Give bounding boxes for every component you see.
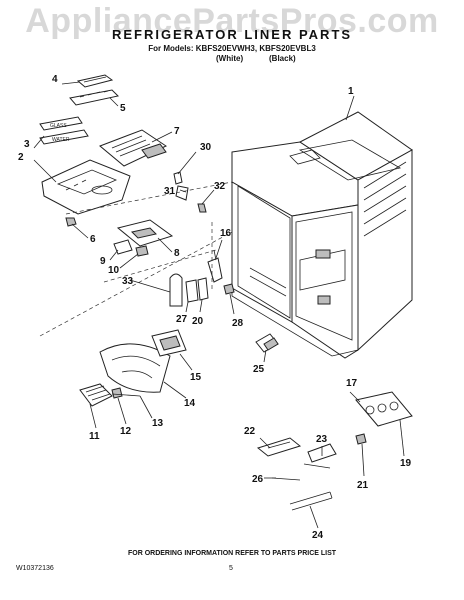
page-number: 5 [229, 565, 233, 572]
grille-part-11 [79, 383, 113, 407]
switch-part-9 [113, 239, 133, 255]
bracket-part-31 [175, 185, 189, 201]
actuator-part-8 [116, 219, 174, 247]
bracket-part-22 [256, 437, 302, 457]
connector-part-28 [223, 283, 235, 295]
callout-33: 33 [122, 276, 134, 287]
document-number: W10372136 [16, 565, 54, 572]
callout-12: 12 [120, 426, 132, 437]
assembly-guide-lines [39, 181, 233, 337]
callout-13: 13 [152, 418, 164, 429]
callout-31: 31 [164, 186, 176, 197]
callout-3: 3 [24, 139, 30, 150]
callout-14: 14 [184, 398, 196, 409]
callout-26: 26 [252, 474, 264, 485]
tube-part-20 [197, 277, 209, 301]
sensor-part-23 [303, 443, 337, 469]
harness-part-17 [355, 391, 413, 427]
ordering-note: FOR ORDERING INFORMATION REFER TO PARTS … [127, 550, 337, 557]
callout-11: 11 [89, 431, 100, 442]
housing-part-4 [76, 74, 114, 88]
leader-lines [33, 81, 405, 529]
callout-4: 4 [52, 74, 58, 85]
callout-2: 2 [18, 152, 24, 163]
spring-part-10 [135, 245, 149, 257]
clip-part-30 [173, 171, 183, 185]
water-tube-part-16 [207, 249, 223, 283]
callout-23: 23 [316, 434, 328, 445]
callout-32: 32 [214, 181, 226, 192]
callout-20: 20 [192, 316, 204, 327]
callout-1: 1 [348, 86, 354, 97]
callout-9: 9 [100, 256, 106, 267]
label-part-3: GLASS WATER [39, 116, 89, 145]
cap-part-15 [151, 329, 187, 357]
callout-15: 15 [190, 372, 202, 383]
part-tag-water: WATER [52, 137, 70, 143]
callout-22: 22 [244, 426, 256, 437]
callout-7: 7 [174, 126, 180, 137]
callout-21: 21 [357, 480, 369, 491]
heater-part-24 [289, 491, 333, 511]
screw-part-6 [65, 217, 77, 227]
callout-24: 24 [312, 530, 324, 541]
callout-8: 8 [174, 248, 180, 259]
lever-part-13 [111, 393, 141, 397]
screw-part-21 [355, 433, 367, 445]
part-tag-glass: GLASS [50, 123, 67, 129]
callout-16: 16 [220, 228, 232, 239]
callout-28: 28 [232, 318, 244, 329]
filter-part-25 [255, 333, 279, 353]
model-subtitle: For Models: KBFS20EVWH3, KBFS20EVBL3 [148, 44, 316, 53]
variant-black: (Black) [269, 54, 296, 63]
callout-25: 25 [253, 364, 265, 375]
screw-part-32 [197, 203, 207, 213]
liner-part [231, 111, 413, 359]
cover-part-7 [99, 129, 168, 167]
callout-17: 17 [346, 378, 358, 389]
callout-27: 27 [176, 314, 188, 325]
callout-19: 19 [400, 458, 412, 469]
variant-white: (White) [216, 54, 244, 63]
dispenser-housing-part-2 [41, 159, 131, 215]
callout-10: 10 [108, 265, 120, 276]
screw-part-12 [111, 387, 123, 399]
wire-part-26 [271, 477, 301, 481]
callout-30: 30 [200, 142, 212, 153]
callout-labels: 1 2 3 4 5 6 7 8 9 10 11 12 13 14 15 16 1… [18, 74, 412, 541]
page-title: REFRIGERATOR LINER PARTS [111, 27, 353, 42]
callout-5: 5 [120, 103, 126, 114]
coupling-part-33 [169, 273, 183, 307]
cradle-part-14 [99, 343, 171, 393]
watermark: AppliancePartsPros.com [25, 2, 439, 40]
control-panel-part-5 [69, 89, 120, 106]
callout-6: 6 [90, 234, 96, 245]
clip-part-27 [185, 279, 199, 303]
